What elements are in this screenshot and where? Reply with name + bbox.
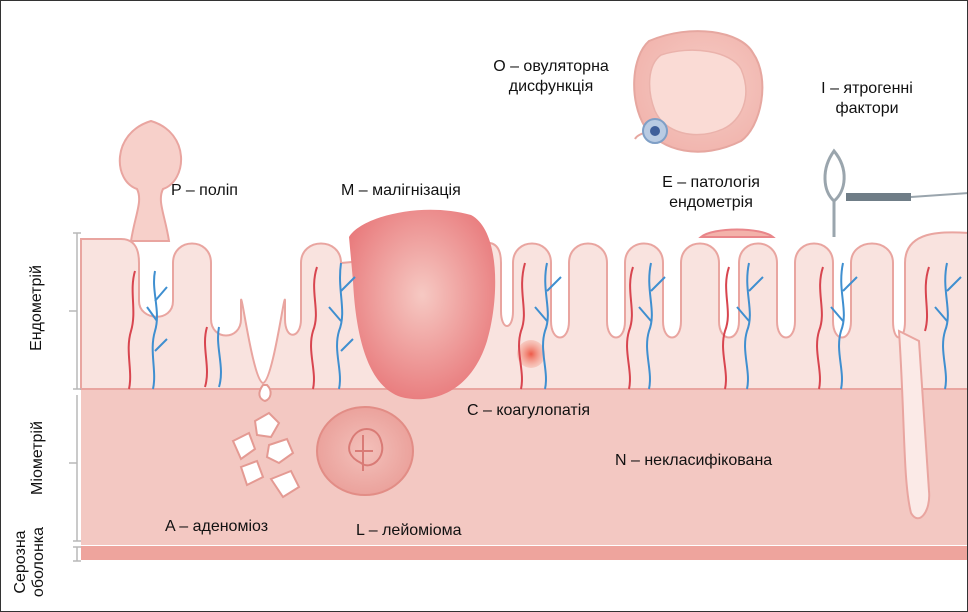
label-adenomyosis: A – аденоміоз xyxy=(165,517,268,537)
label-serosa-1: Серозна xyxy=(12,524,30,600)
label-coagulopathy: C – коагулопатія xyxy=(467,401,590,421)
endometrial-lesion xyxy=(701,230,773,238)
label-endometrium: Ендометрій xyxy=(28,258,46,358)
leiomyoma-mass xyxy=(317,407,413,495)
label-myometrium: Міометрій xyxy=(29,413,47,503)
label-ovulatory-line1: O – овуляторна xyxy=(471,57,631,77)
iud-device xyxy=(825,151,968,237)
serosa-layer xyxy=(81,546,968,560)
ovary-illustration xyxy=(634,31,762,152)
label-leiomyoma: L – лейоміома xyxy=(356,521,462,541)
label-endometrial: E – патологія ендометрія xyxy=(641,173,781,213)
label-malignancy: M – малігнізація xyxy=(341,181,461,201)
label-serosa-2: оболонка xyxy=(30,524,48,600)
label-iatrogenic-line2: фактори xyxy=(807,99,927,119)
label-ovulatory-line2: дисфункція xyxy=(471,77,631,97)
label-ovulatory: O – овуляторна дисфункція xyxy=(471,57,631,97)
label-endometrial-line1: E – патологія xyxy=(641,173,781,193)
label-endometrial-line2: ендометрія xyxy=(641,193,781,213)
label-not-classified: N – некласифікована xyxy=(615,451,772,471)
label-iatrogenic-line1: I – ятрогенні xyxy=(807,79,927,99)
label-polyp: P – поліп xyxy=(171,181,238,201)
label-iatrogenic: I – ятрогенні фактори xyxy=(807,79,927,119)
layer-brackets xyxy=(69,233,81,561)
